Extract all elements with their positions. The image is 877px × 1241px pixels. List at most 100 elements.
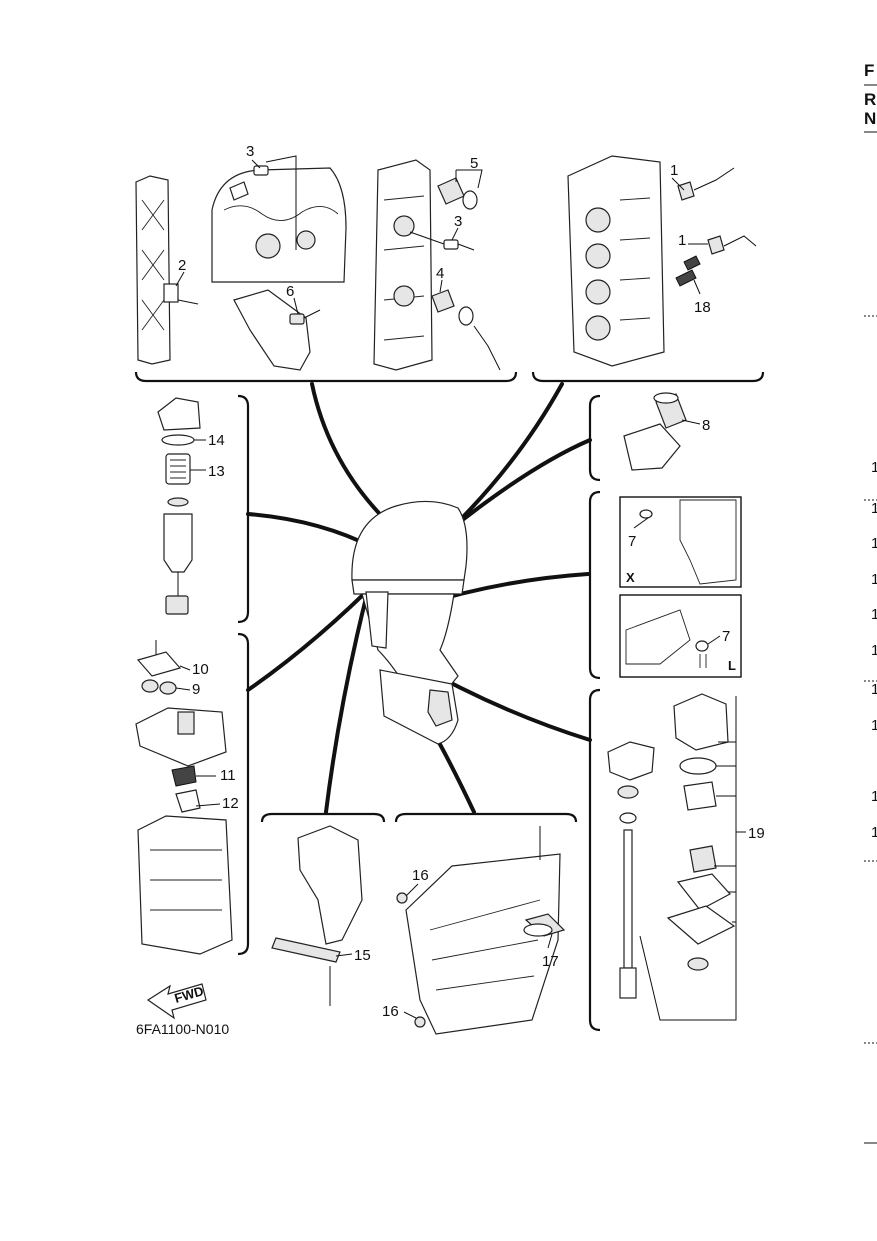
callout-1: 1 (670, 162, 678, 179)
bolt-line (409, 231, 475, 251)
plate-hole (393, 215, 415, 237)
callout-4: 4 (436, 265, 444, 282)
lower-case-parts (396, 826, 566, 1035)
cylinder-head (567, 155, 665, 367)
bracket-bottom-mount (260, 812, 386, 823)
block-port (255, 233, 281, 259)
anode-3-top (253, 165, 269, 176)
callout-leaders (175, 155, 746, 1019)
bolt-line (473, 325, 501, 371)
leader-3b (451, 227, 459, 241)
exhaust-cover-gasket (135, 175, 171, 365)
plug-7-x (639, 509, 653, 519)
callout-12: 12 (222, 795, 239, 812)
seal (458, 306, 474, 326)
bolt-line (303, 309, 321, 319)
combustion-chamber (585, 243, 611, 269)
filter-connector (165, 595, 189, 615)
cylinder-block-top (211, 167, 347, 283)
callout-17: 17 (542, 953, 559, 970)
element-pleats (170, 459, 186, 479)
figure-code: 6FA1100-N010 (136, 1021, 229, 1037)
margin-number: 1 (871, 571, 877, 588)
block-port (296, 230, 316, 250)
callout-6: 6 (286, 283, 294, 300)
anode-2 (163, 283, 179, 303)
clamp-bracket-silhouette (365, 591, 389, 649)
anode-16-upper (396, 892, 408, 904)
combustion-chamber (585, 207, 611, 233)
callout-16: 16 (412, 867, 429, 884)
fuel-filter-parts (157, 397, 201, 615)
thermostat (437, 177, 465, 205)
small-fitting (229, 181, 249, 201)
leader-15 (335, 953, 353, 957)
shaft-spline (619, 967, 637, 999)
callout-18: 18 (694, 299, 711, 316)
callout-19: 19 (748, 825, 765, 842)
sensor-1b (707, 235, 725, 255)
filter-9 (141, 679, 159, 693)
lower-case-contour (429, 899, 541, 991)
callout-11: 11 (220, 767, 236, 784)
leader-16b (403, 1011, 417, 1019)
margin-number: 1 (871, 642, 877, 659)
view-x-casting (679, 499, 737, 585)
gasket-lattice (141, 199, 165, 331)
clamp-bracket-parts (271, 825, 363, 1006)
detail-view-l: L (619, 594, 742, 678)
plug-7-l (695, 640, 709, 652)
leader-12 (195, 803, 221, 807)
leader-18 (693, 279, 701, 295)
callout-9: 9 (192, 681, 200, 698)
bracket-left-upper (237, 394, 250, 624)
filter-cup (163, 513, 193, 573)
lead-line (723, 235, 757, 247)
bottom-cowling-band (351, 579, 465, 595)
callout-7: 7 (722, 628, 730, 645)
oil-filter-bracket (623, 423, 681, 471)
margin-number: 1 (871, 681, 877, 698)
connector (324, 588, 370, 814)
water-pump-parts (607, 693, 737, 1021)
callout-13: 13 (208, 463, 225, 480)
vapor-separator-body (137, 815, 233, 955)
view-label-l: L (728, 658, 736, 673)
right-margin: F R N 1 1 1 1 1 1 1 1 1 1 (864, 61, 877, 1144)
drive-shaft (623, 829, 633, 969)
filter-9 (159, 681, 177, 695)
margin-number: 1 (871, 717, 877, 734)
leader-7-x (633, 517, 649, 529)
view-box-x (619, 496, 742, 588)
margin-number: 1 (871, 788, 877, 805)
trim-tab-disc (523, 923, 553, 937)
margin-letter-n: N (864, 109, 876, 128)
callout-5: 5 (470, 155, 478, 172)
callout-3: 3 (246, 143, 254, 160)
leader-3a-group (265, 155, 297, 250)
oil-filter-parts (623, 392, 687, 471)
callout-16: 16 (382, 1003, 399, 1020)
anode-15 (271, 937, 341, 963)
vapor-separator-parts (135, 640, 233, 955)
block-contour (223, 205, 339, 221)
leader-4 (439, 279, 443, 293)
margin-letter-f: F (864, 61, 874, 80)
leader-6 (293, 297, 299, 315)
head-ribs (619, 197, 651, 321)
vapor-separator-cover (135, 707, 227, 767)
spark-plug (683, 255, 701, 271)
plate-hole (393, 285, 415, 307)
outer-plate (676, 873, 731, 911)
group-19-ticks (714, 741, 736, 923)
gasket-10 (136, 651, 182, 677)
margin-number: 1 (871, 500, 877, 517)
leader-17 (547, 933, 553, 949)
outboard-motor-silhouette (351, 500, 468, 745)
lower-case (405, 853, 561, 1035)
bracket-top-left (134, 371, 518, 383)
callout-15: 15 (354, 947, 371, 964)
plug-thread (699, 654, 707, 668)
bracket-left-lower (237, 632, 250, 956)
top-right-parts (567, 155, 757, 367)
